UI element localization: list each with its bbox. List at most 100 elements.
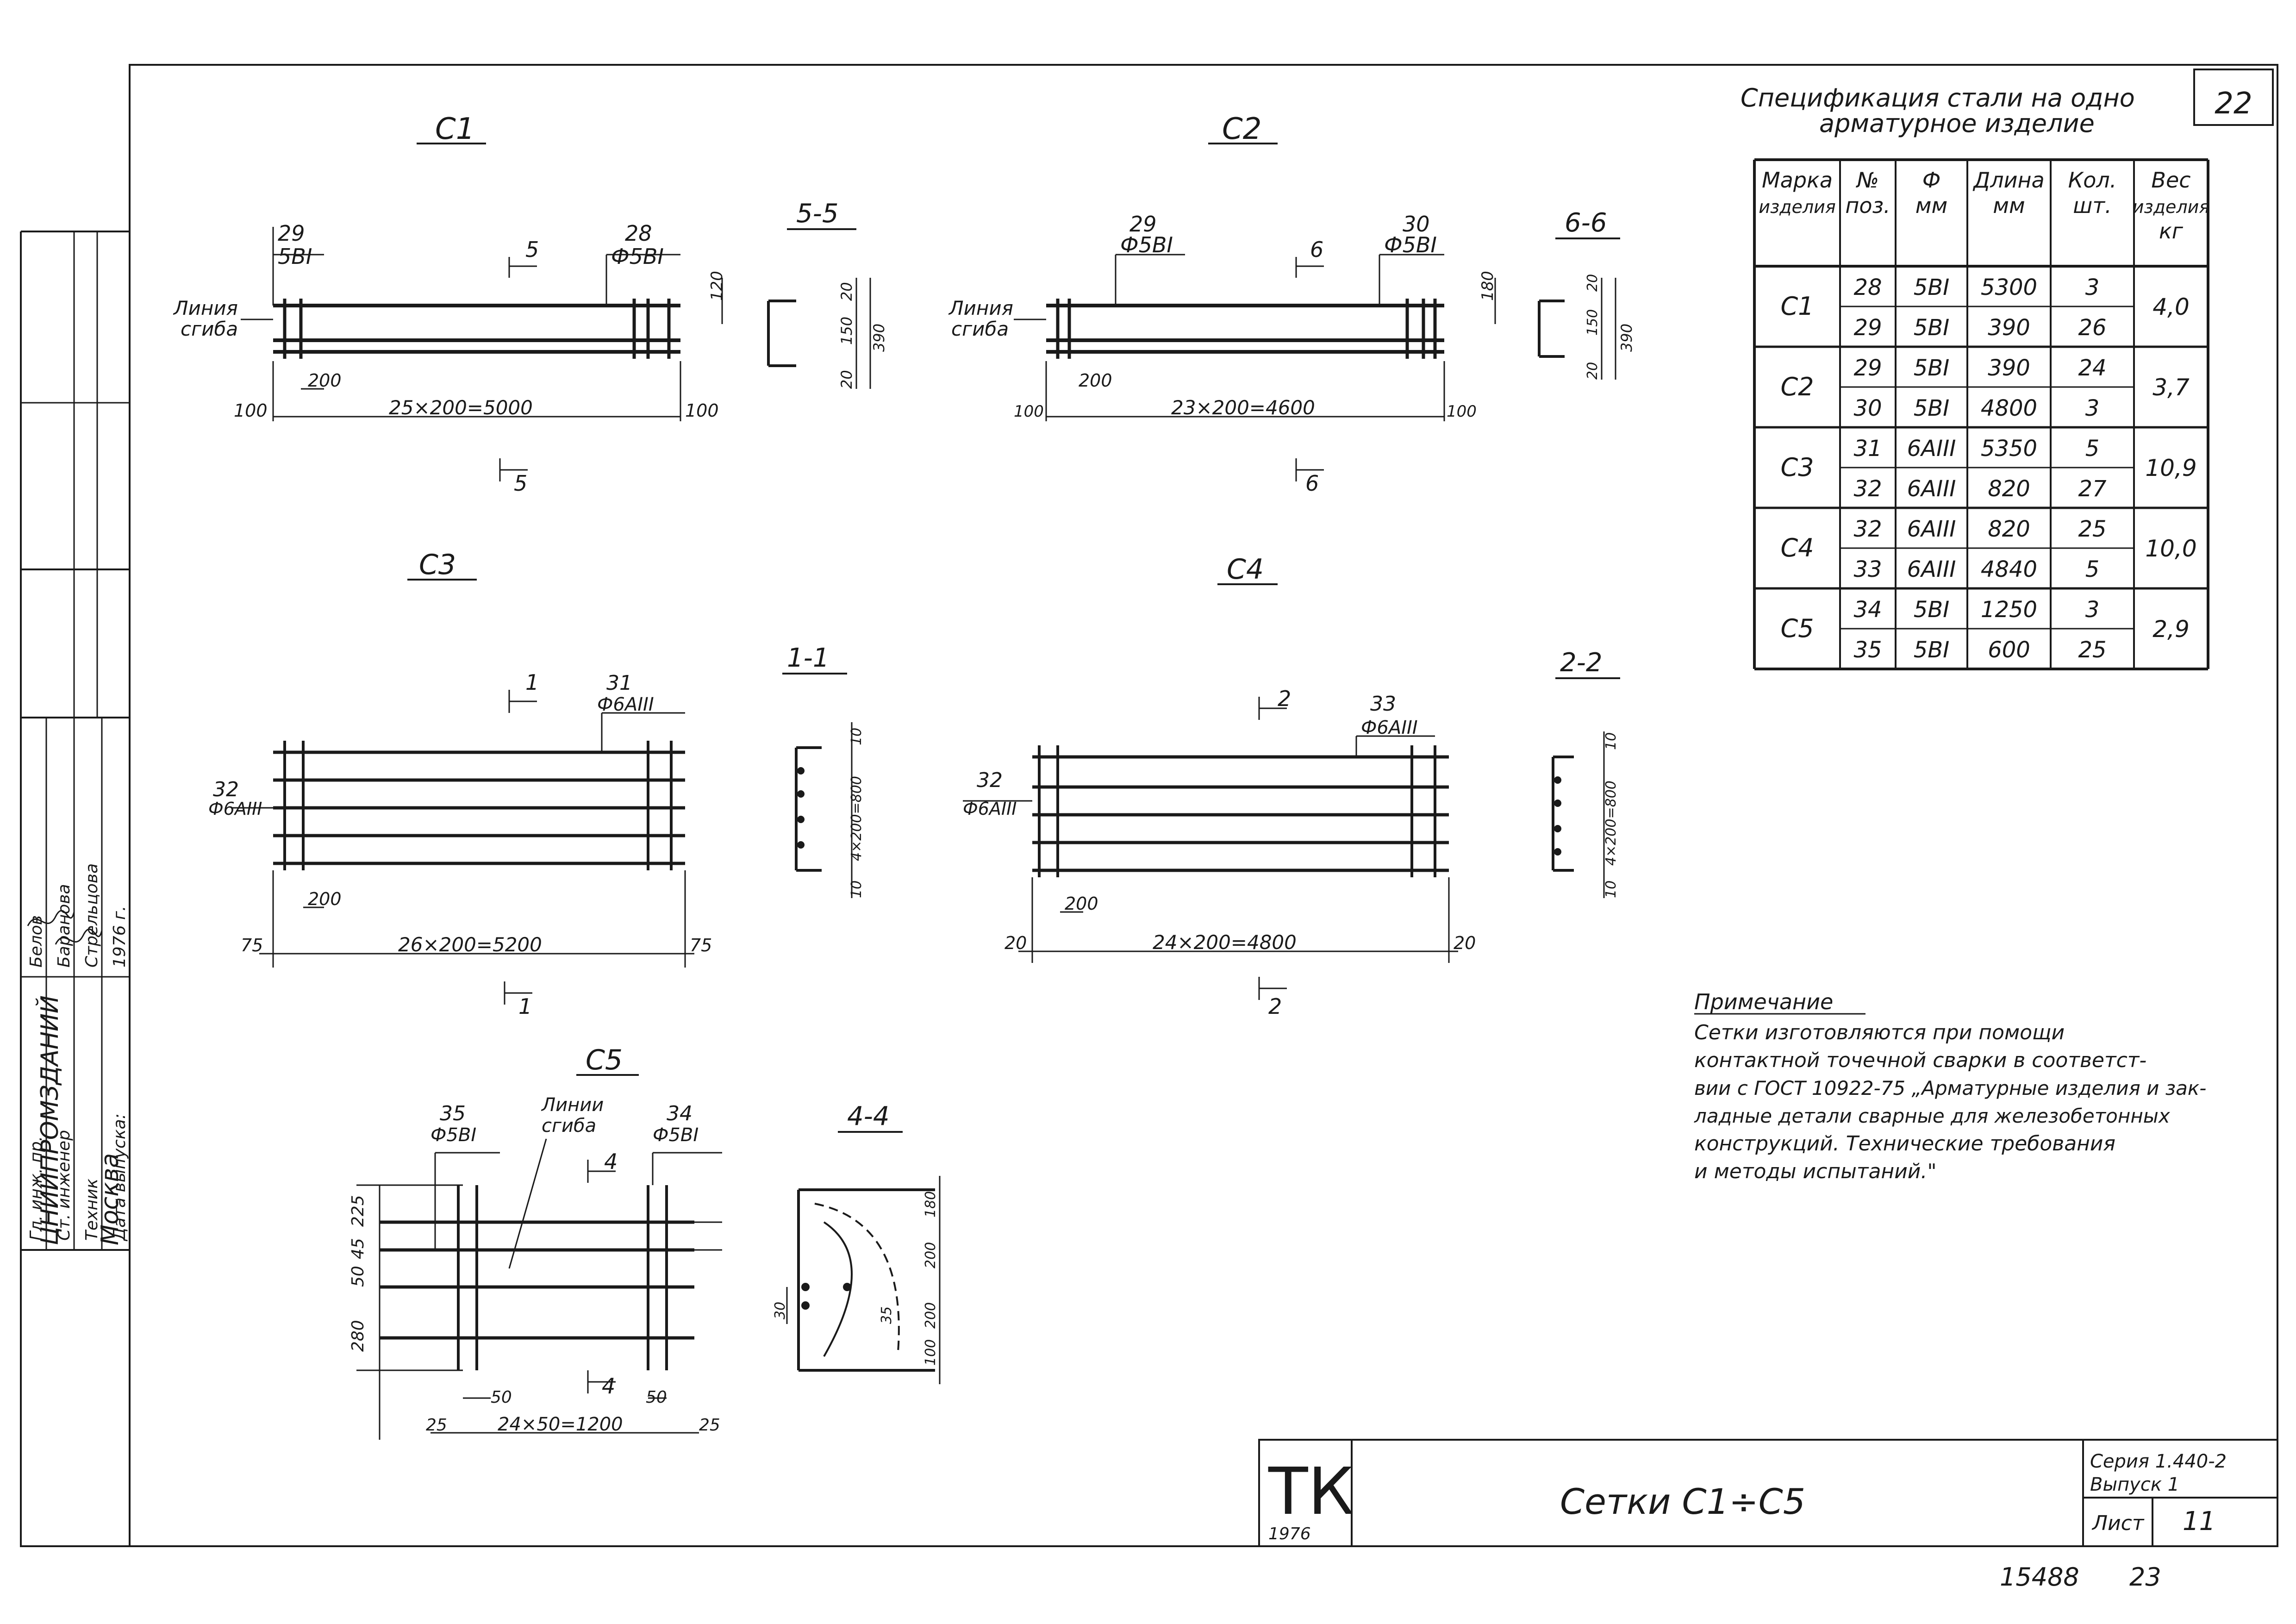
spec-header: №	[1855, 168, 1879, 193]
spec-cell: 24	[2078, 355, 2106, 381]
spec-header: Длина	[1972, 168, 2045, 193]
stamp-city: Москва	[96, 1153, 124, 1245]
c1-dim-left: 100	[234, 400, 268, 421]
spec-section: Спецификация стали на одно арматурное из…	[1741, 83, 2135, 138]
spec-cell: 25	[2078, 516, 2106, 542]
spec-cell: 6AIII	[1907, 516, 1956, 542]
c3-sec-dim-top: 10	[849, 728, 865, 745]
c2-pos-right: 30	[1403, 212, 1430, 237]
spec-title-2: арматурное изделие	[1819, 109, 2095, 138]
c1-pos-right: 28	[625, 221, 652, 246]
c2-dim-total: 23×200=4600	[1171, 396, 1315, 419]
spec-table: Маркаизделия№поз.ФммДлинаммКол.шт.Весизд…	[1753, 158, 2209, 670]
c1-section-title: 5-5	[796, 199, 838, 229]
c2-pos-right-mark: Ф5BI	[1384, 232, 1437, 257]
c5-dim-d: 280	[349, 1320, 368, 1352]
signature-icon	[27, 910, 75, 926]
spec-cell: 25	[2078, 637, 2106, 663]
c3-pos-top-mark: Ф6AIII	[597, 694, 654, 715]
title-sheet-label: Лист	[2091, 1512, 2145, 1535]
c4-pos-left: 32	[977, 768, 1003, 792]
stamp-role-3: Дата выпуска:	[110, 1113, 129, 1242]
spec-cell: 4800	[1981, 395, 2037, 421]
spec-header: изделия	[1759, 197, 1835, 217]
spec-cell: 5300	[1981, 275, 2037, 300]
spec-mark: С3	[1780, 453, 1814, 482]
c1-dim-offset: 120	[708, 271, 726, 301]
drawing-c2: С2 29 Ф5BI	[948, 112, 1635, 496]
spec-weight: 10,0	[2145, 535, 2196, 562]
c2-sec-dim-total: 390	[1618, 324, 1635, 352]
c4-dim-step: 200	[1065, 893, 1098, 914]
c4-pos-top: 33	[1370, 692, 1396, 716]
c3-section-top: 1	[525, 670, 539, 695]
c1-section-top: 5	[525, 237, 539, 262]
bottom-number: 15488	[2000, 1562, 2079, 1592]
spec-cell: 4840	[1981, 556, 2037, 582]
title-name: Сетки С1÷С5	[1560, 1481, 1805, 1522]
stamp-name-3: 1976 г.	[110, 906, 129, 968]
spec-cell: 3	[2085, 597, 2100, 623]
c2-bend-1: Линия	[948, 297, 1013, 319]
c2-dim-right: 100	[1447, 402, 1477, 421]
c5-pos-right-mark: Ф5BI	[653, 1124, 699, 1146]
spec-header: Кол.	[2068, 168, 2117, 193]
c1-pos-left: 29	[278, 221, 305, 246]
c1-bend-2: сгиба	[181, 318, 238, 340]
stamp-role-2: Техник	[82, 1179, 101, 1241]
c1-sec-dim-bottom: 20	[838, 370, 855, 389]
spec-header: Марка	[1762, 168, 1833, 193]
c2-dim-step: 200	[1079, 370, 1112, 391]
note-line-4: конструкций. Технические требования	[1694, 1132, 2115, 1156]
spec-cell: 6AIII	[1907, 436, 1956, 462]
stamp-org: ЦНИИПРОМЗДАНИЙ	[36, 995, 64, 1245]
spec-cell: 5	[2085, 556, 2100, 582]
stamp-role-1: Ст. инженер	[55, 1130, 74, 1241]
sheet-frame	[129, 64, 2278, 1547]
c5-bend-1: Линии	[541, 1094, 604, 1116]
c1-pos-left-mark: 5BI	[278, 244, 312, 269]
c4-sec-dim-mid: 4×200=800	[1603, 781, 1619, 866]
c5-dim-b: 45	[349, 1238, 368, 1259]
c4-pos-left-mark: Ф6AIII	[963, 799, 1017, 819]
spec-cell: 28	[1853, 275, 1882, 300]
spec-cell: 32	[1853, 516, 1882, 542]
c4-section-bottom: 2	[1268, 994, 1282, 1019]
c1-sec-dim-mid: 150	[838, 317, 855, 345]
spec-cell: 27	[2078, 476, 2107, 502]
c3-dim-total: 26×200=5200	[398, 933, 542, 956]
spec-cell: 5	[2085, 436, 2100, 462]
spec-header: поз.	[1845, 193, 1890, 218]
stamp-role-0: Гл. инж. пр.	[27, 1136, 46, 1241]
c2-section-bottom: 6	[1305, 471, 1319, 496]
c5-bend-2: сгиба	[542, 1115, 596, 1137]
c5-dim-a: 225	[349, 1195, 368, 1227]
c5-section-bottom: 4	[602, 1374, 615, 1399]
c1-sec-dim-top: 20	[838, 282, 855, 301]
spec-cell: 5BI	[1914, 637, 1950, 663]
spec-mark: С5	[1780, 614, 1814, 643]
c2-dim-offset: 180	[1479, 271, 1497, 301]
c1-bend-1: Линия	[173, 297, 238, 319]
spec-cell: 34	[1853, 597, 1882, 623]
drawing-c5: С5	[349, 1044, 941, 1440]
c3-title: С3	[419, 549, 456, 581]
spec-cell: 33	[1853, 556, 1882, 582]
spec-cell: 29	[1853, 315, 1882, 341]
spec-cell: 390	[1988, 315, 2030, 341]
c5-dim-step2: 50	[646, 1388, 667, 1407]
spec-cell: 5BI	[1914, 355, 1950, 381]
c2-section-top: 6	[1310, 237, 1323, 262]
spec-cell: 1250	[1981, 597, 2037, 623]
title-issue: Выпуск 1	[2090, 1474, 2179, 1495]
spec-cell: 5BI	[1914, 395, 1950, 421]
signature-icon	[55, 928, 103, 945]
c5-sec-dim-left: 30	[772, 1302, 788, 1319]
c3-dim-step: 200	[308, 889, 342, 909]
drawing-c1: С1	[173, 112, 888, 496]
spec-mark: С4	[1780, 533, 1814, 562]
c1-dim-right: 100	[685, 400, 719, 421]
note-section: Примечание Сетки изготовляются при помощ…	[1694, 989, 2206, 1183]
spec-weight: 2,9	[2152, 616, 2190, 643]
